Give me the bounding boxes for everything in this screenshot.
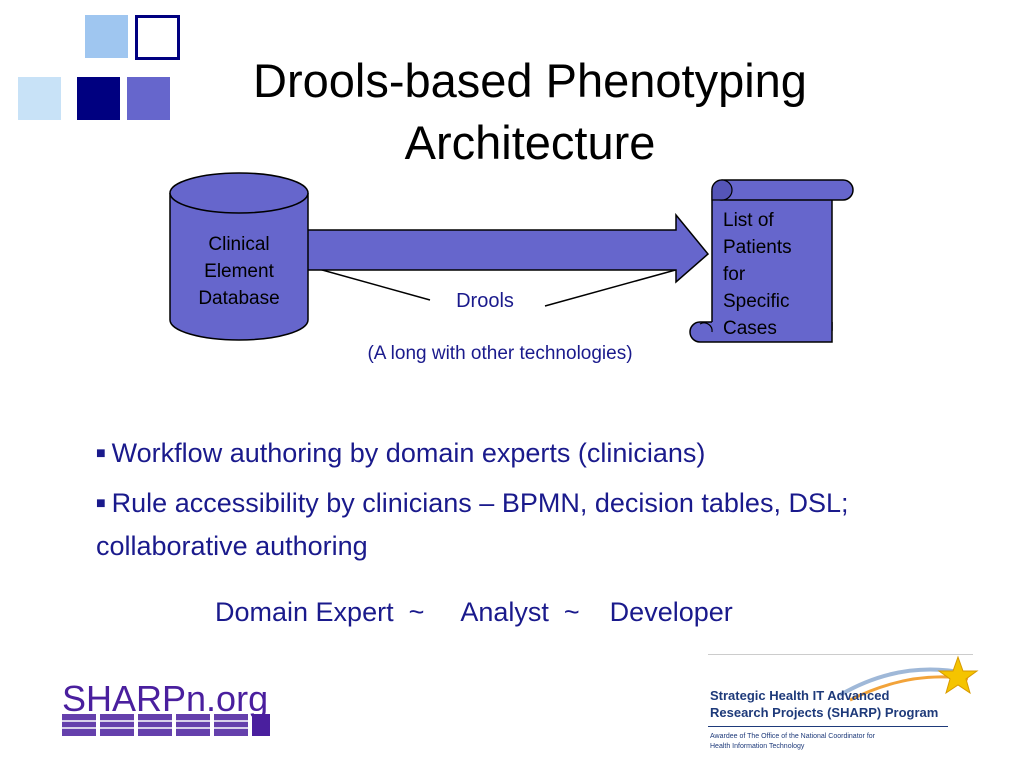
- output-label-line: Patients: [723, 237, 792, 258]
- corner-square-pale: [18, 77, 61, 120]
- sharp-logo-text-1: Strategic Health IT Advanced: [710, 688, 890, 703]
- output-label: List of Patients for Specific Cases: [723, 207, 823, 342]
- corner-square-mid: [127, 77, 170, 120]
- title-line-2: Architecture: [404, 116, 656, 169]
- star-swoosh-icon: [840, 655, 979, 702]
- corner-square-outline: [135, 15, 180, 60]
- connector-sublabel: (A long with other technologies): [367, 343, 633, 364]
- sharpn-logo: SHARPn.org: [62, 678, 269, 719]
- page-title: Drools-based Phenotyping Architecture: [150, 50, 910, 174]
- database-label-line: Element: [204, 261, 274, 282]
- bullet-text: Workflow authoring by domain experts (cl…: [111, 438, 706, 468]
- output-label-line: Specific: [723, 291, 790, 312]
- output-label-line: Cases: [723, 318, 777, 339]
- output-label-line: List of: [723, 210, 774, 231]
- title-line-1: Drools-based Phenotyping: [253, 54, 807, 107]
- bullet-item: ■Rule accessibility by clinicians – BPMN…: [96, 482, 956, 567]
- output-label-line: for: [723, 264, 746, 285]
- flow-arrow: [299, 212, 710, 284]
- connector-line-right: [544, 265, 691, 307]
- connector-label: Drools: [456, 290, 514, 312]
- sharpn-logo-pattern: [62, 714, 270, 736]
- sharp-logo-underline: [708, 726, 948, 727]
- sharp-logo-text-2: Research Projects (SHARP) Program: [710, 705, 939, 720]
- database-label-line: Database: [198, 288, 280, 309]
- bullet-square-icon: ■: [96, 445, 106, 462]
- corner-square-navy: [77, 77, 120, 120]
- sharp-logo-divider: [708, 654, 973, 655]
- bullet-list: ■ Workflow authoring by domain experts (c…: [96, 432, 956, 574]
- roles-line: Domain Expert ~ Analyst ~ Developer: [215, 597, 733, 627]
- connector-line-left: [314, 267, 431, 301]
- database-label-line: Clinical: [208, 234, 270, 255]
- sharp-logo-small-1: Awardee of The Office of the National Co…: [710, 733, 875, 740]
- bullet-item: ■ Workflow authoring by domain experts (c…: [96, 432, 956, 475]
- bullet-square-icon: ■: [96, 495, 106, 512]
- database-cylinder: [169, 172, 309, 341]
- corner-square-light: [85, 15, 128, 58]
- bullet-text: Rule accessibility by clinicians – BPMN,…: [96, 488, 849, 561]
- database-label: Clinical Element Database: [170, 231, 308, 312]
- sharp-logo-small-2: Health Information Technology: [710, 743, 805, 750]
- patient-list-scroll: [689, 179, 854, 343]
